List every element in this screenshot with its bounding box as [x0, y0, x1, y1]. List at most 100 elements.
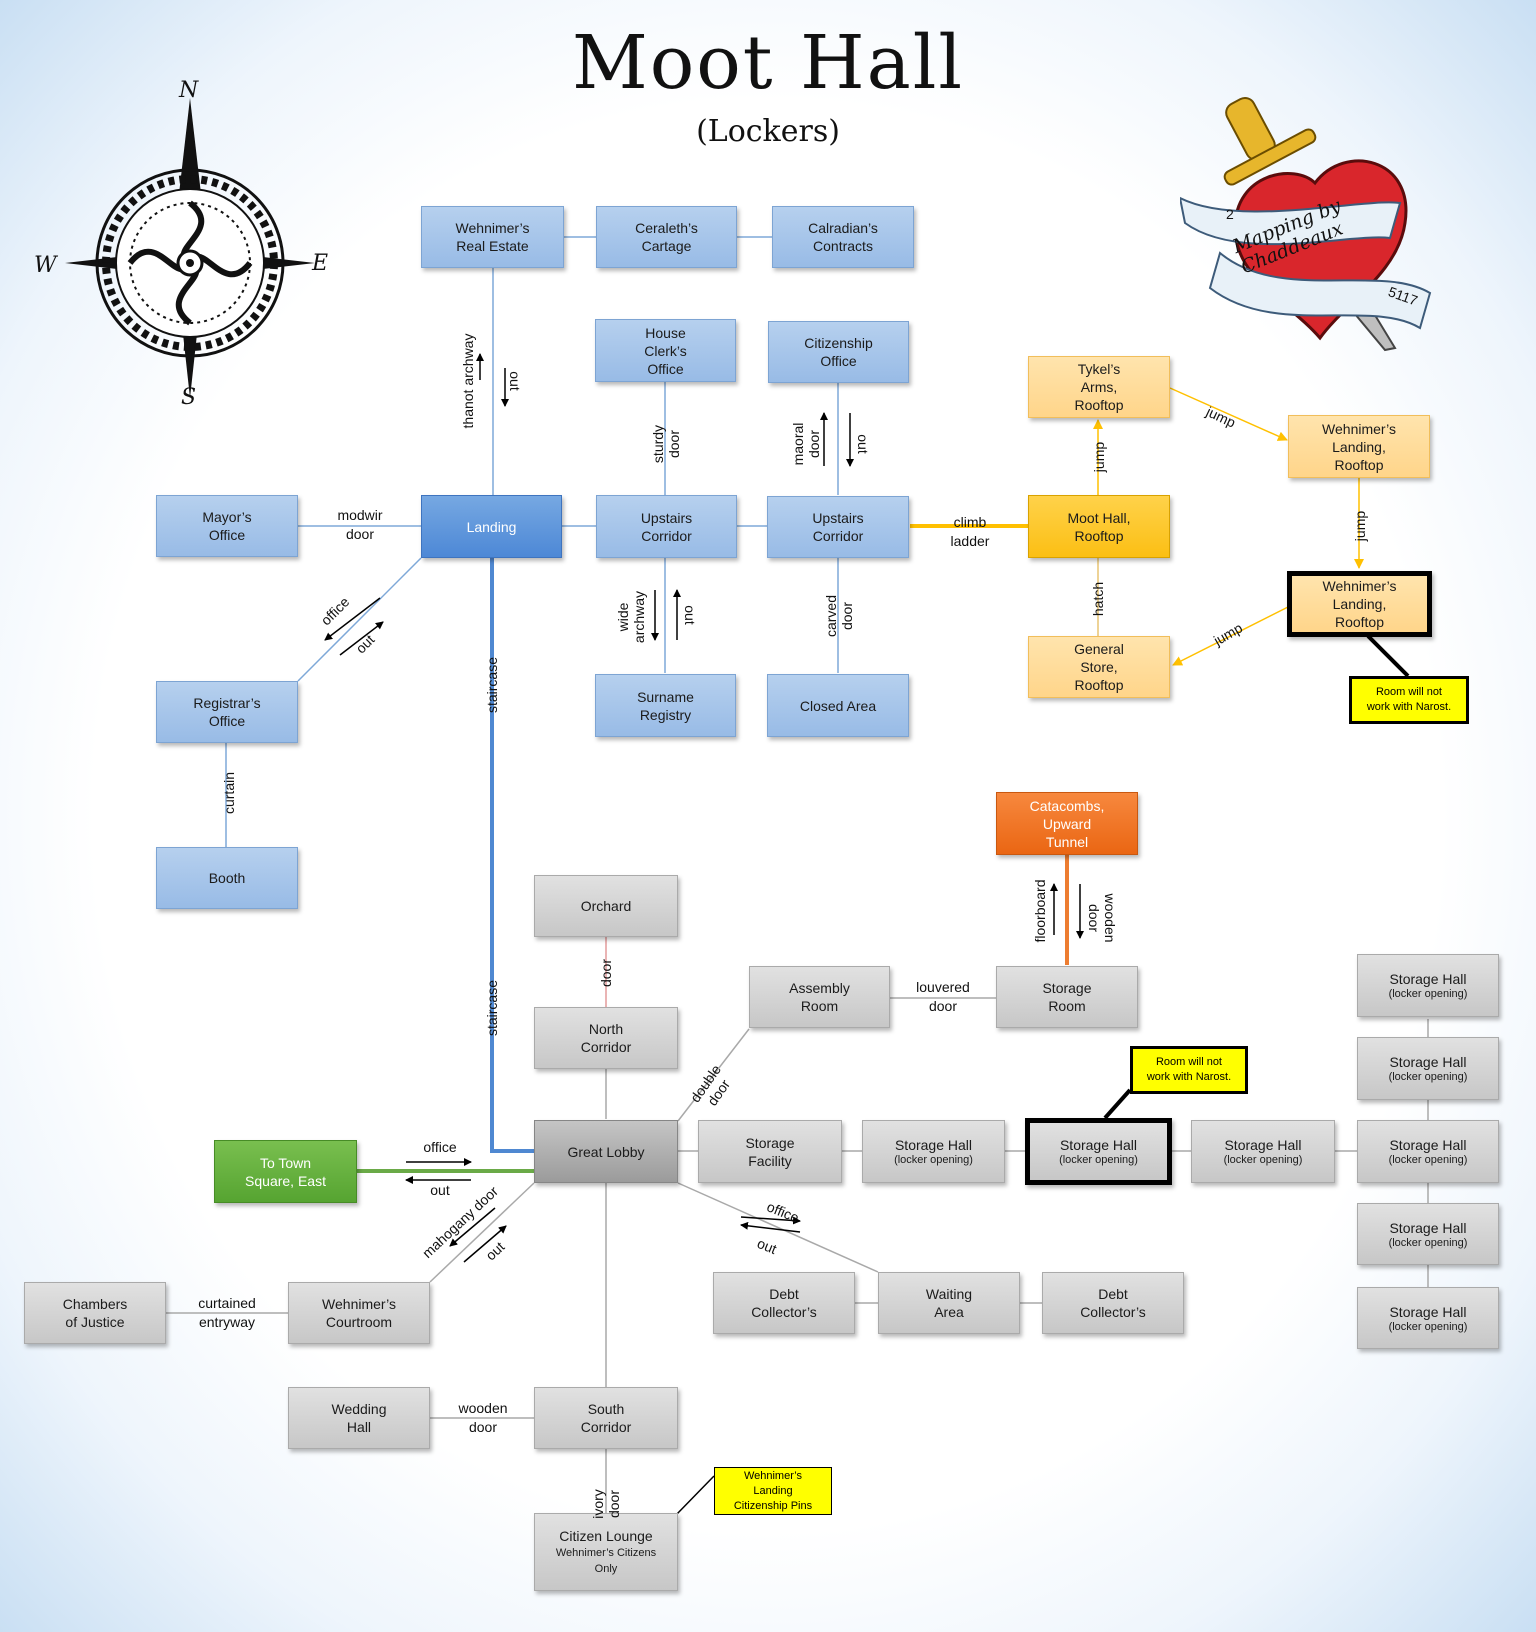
exit-label-out-citizenship: out [855, 434, 871, 454]
room-ceraleths-cartage[interactable]: Ceraleth’s Cartage [596, 206, 737, 268]
room-storage-hall-4[interactable]: Storage Hall (locker opening) [1357, 954, 1499, 1017]
room-chambers-of-justice[interactable]: Chambers of Justice [24, 1282, 166, 1344]
exit-label-sturdy-door: sturdy door [650, 424, 682, 464]
note-narost-rooftop: Room will not work with Narost. [1349, 676, 1469, 724]
room-assembly-room[interactable]: Assembly Room [749, 966, 890, 1028]
room-storage-hall-7[interactable]: Storage Hall (locker opening) [1357, 1203, 1499, 1265]
room-storage-hall-5-label: Storage Hall [1389, 1054, 1467, 1070]
room-storage-hall-8-sublabel: (locker opening) [1388, 1320, 1468, 1333]
exit-label-wooden-door-catacombs: wooden door [1086, 893, 1118, 943]
exit-label-modwir-door: modwir door [337, 507, 383, 542]
exit-label-office-town: office [423, 1139, 457, 1155]
exit-label-out-town: out [430, 1182, 450, 1198]
exit-label-thanot-archway: thanot archway [460, 333, 476, 429]
exit-label-hatch: hatch [1090, 581, 1106, 617]
room-waiting-area[interactable]: Waiting Area [878, 1272, 1020, 1334]
exit-label-climb-ladder: climb ladder [950, 514, 990, 549]
room-calradians-contracts[interactable]: Calradian’s Contracts [772, 206, 914, 268]
exit-label-maoral-door: maoral door [790, 422, 822, 466]
exit-label-door-orchard: door [598, 958, 614, 988]
room-wehnimers-landing-rooftop-north[interactable]: Wehnimer’s Landing, Rooftop [1288, 415, 1430, 478]
exit-label-jump-tykels: jump [1091, 441, 1107, 473]
room-storage-hall-4-label: Storage Hall [1389, 971, 1467, 987]
exit-label-staircase-lower: staircase [484, 979, 500, 1037]
room-general-store-rooftop[interactable]: General Store, Rooftop [1028, 636, 1170, 698]
room-north-corridor[interactable]: North Corridor [534, 1007, 678, 1069]
exit-label-ivory-door: ivory door [590, 1489, 622, 1519]
compass-east-label: E [312, 251, 329, 276]
room-great-lobby[interactable]: Great Lobby [534, 1120, 678, 1183]
room-citizen-lounge[interactable]: Citizen Lounge Wehnimer’s Citizens Only [534, 1513, 678, 1591]
room-storage-hall-5-sublabel: (locker opening) [1388, 1071, 1468, 1083]
room-debt-collectors-west[interactable]: Debt Collector’s [713, 1272, 855, 1334]
exit-label-carved-door: carved door [823, 594, 855, 638]
room-upstairs-corridor-west[interactable]: Upstairs Corridor [596, 495, 737, 558]
compass-north-label: N [179, 78, 199, 103]
room-storage-hall-6[interactable]: Storage Hall (locker opening) [1357, 1120, 1499, 1183]
exit-label-wooden-door-wedding: wooden door [458, 1400, 508, 1435]
exit-label-out-real-estate: out [507, 371, 523, 391]
room-storage-hall-7-label: Storage Hall [1389, 1219, 1467, 1236]
room-storage-hall-3-sublabel: (locker opening) [1223, 1154, 1303, 1166]
room-tykels-arms-rooftop[interactable]: Tykel’s Arms, Rooftop [1028, 356, 1170, 418]
exit-label-jump-down: jump [1352, 510, 1368, 542]
room-booth[interactable]: Booth [156, 847, 298, 909]
room-wedding-hall[interactable]: Wedding Hall [288, 1387, 430, 1449]
exit-label-louvered-door: louvered door [916, 979, 970, 1014]
room-mayors-office[interactable]: Mayor’s Office [156, 495, 298, 557]
room-wehnimers-landing-rooftop-south[interactable]: Wehnimer’s Landing, Rooftop [1287, 571, 1432, 637]
heart-dagger-icon [1180, 96, 1432, 352]
room-landing[interactable]: Landing [421, 495, 562, 558]
logo-left-number: 2 [1226, 206, 1234, 222]
room-storage-hall-1-label: Storage Hall [894, 1137, 973, 1153]
exit-label-curtained-entryway: curtained entryway [198, 1295, 256, 1330]
compass-west-label: W [34, 253, 57, 278]
map-title: Moot Hall [571, 20, 965, 106]
room-storage-hall-2-label: Storage Hall [1059, 1137, 1138, 1153]
room-debt-collectors-east[interactable]: Debt Collector’s [1042, 1272, 1184, 1334]
compass-south-label: S [181, 385, 197, 410]
room-storage-hall-3-label: Storage Hall [1224, 1137, 1302, 1153]
exit-label-curtain: curtain [221, 771, 237, 815]
room-storage-hall-1[interactable]: Storage Hall (locker opening) [862, 1120, 1005, 1183]
compass-rose-icon [65, 98, 315, 398]
room-storage-hall-6-label: Storage Hall [1389, 1137, 1467, 1153]
room-storage-room[interactable]: Storage Room [996, 966, 1138, 1028]
room-storage-hall-2-sublabel: (locker opening) [1059, 1154, 1138, 1166]
room-orchard[interactable]: Orchard [534, 875, 678, 937]
room-storage-hall-4-sublabel: (locker opening) [1388, 988, 1468, 1000]
room-south-corridor[interactable]: South Corridor [534, 1387, 678, 1449]
room-storage-hall-8[interactable]: Storage Hall (locker opening) [1357, 1287, 1499, 1349]
exit-label-wide-archway: wide archway [615, 590, 647, 644]
room-catacombs-upward-tunnel[interactable]: Catacombs, Upward Tunnel [996, 792, 1138, 855]
room-wehnimers-courtroom[interactable]: Wehnimer’s Courtroom [288, 1282, 430, 1344]
room-storage-hall-6-sublabel: (locker opening) [1388, 1154, 1468, 1166]
room-house-clerks-office[interactable]: House Clerk’s Office [595, 319, 736, 382]
room-closed-area[interactable]: Closed Area [767, 674, 909, 737]
room-citizen-lounge-sublabel: Wehnimer’s Citizens Only [555, 1547, 657, 1575]
room-storage-facility[interactable]: Storage Facility [698, 1120, 842, 1183]
room-storage-hall-8-label: Storage Hall [1389, 1303, 1467, 1320]
room-storage-hall-3[interactable]: Storage Hall (locker opening) [1191, 1120, 1335, 1183]
note-citizenship-pins: Wehnimer’s Landing Citizenship Pins [714, 1467, 832, 1515]
room-citizenship-office[interactable]: Citizenship Office [768, 321, 909, 383]
room-storage-hall-5[interactable]: Storage Hall (locker opening) [1357, 1037, 1499, 1100]
room-storage-hall-2[interactable]: Storage Hall (locker opening) [1025, 1118, 1172, 1185]
room-surname-registry[interactable]: Surname Registry [595, 674, 736, 737]
exit-label-out-surname: out [682, 605, 698, 625]
note-narost-storage-hall: Room will not work with Narost. [1130, 1046, 1248, 1094]
exit-label-floorboard: floorboard [1032, 879, 1048, 943]
room-to-town-square-east[interactable]: To Town Square, East [214, 1140, 357, 1203]
exit-label-staircase-upper: staircase [484, 656, 500, 714]
mapper-logo: Mapping by Chaddeaux 2 5117 [1180, 88, 1450, 388]
room-citizen-lounge-label: Citizen Lounge [559, 1528, 653, 1544]
map-subtitle: (Lockers) [696, 114, 840, 149]
room-storage-hall-7-sublabel: (locker opening) [1388, 1236, 1468, 1249]
room-wehnimers-real-estate[interactable]: Wehnimer’s Real Estate [421, 206, 564, 268]
room-storage-hall-1-sublabel: (locker opening) [894, 1154, 973, 1166]
room-registrars-office[interactable]: Registrar’s Office [156, 681, 298, 743]
room-upstairs-corridor-east[interactable]: Upstairs Corridor [767, 496, 909, 558]
room-moot-hall-rooftop[interactable]: Moot Hall, Rooftop [1028, 495, 1170, 558]
